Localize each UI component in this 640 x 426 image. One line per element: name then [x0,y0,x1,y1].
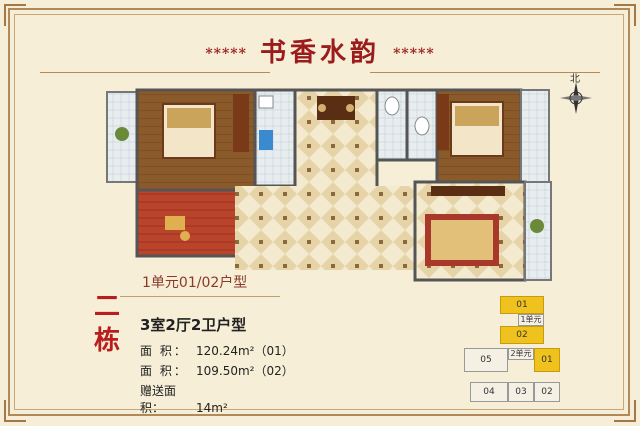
area-row: 面 积： 109.50m²（02） [140,362,294,379]
floor-plan-drawing [106,88,552,282]
unit-type-label: 1单元01/02户型 [142,275,248,291]
layout-type: 3室2厅2卫户型 [140,316,247,334]
area-row: 赠送面积： 14m² [140,382,228,416]
floor-plan [105,86,553,288]
key-cell-02-unit2: 02 [534,382,560,402]
info-divider [120,296,280,297]
area-value: 120.24m²（01） [196,344,294,358]
corner-ornament [614,4,636,26]
outer-frame [8,8,630,416]
building-char: 栋 [93,326,120,356]
building-char: 二 [93,292,120,322]
key-unit2-label: 2单元 [508,348,534,360]
key-cell-01-unit2: 01 [534,348,560,372]
compass-rose-icon [560,82,592,114]
corner-ornament [4,400,26,422]
key-cell-02: 02 [500,326,544,344]
title-divider [40,72,270,73]
area-value: 109.50m²（02） [196,364,294,378]
title-divider [370,72,600,73]
area-key: 面 积： [140,344,188,358]
key-unit1-label: 1单元 [518,314,544,326]
key-cell-04: 04 [470,382,508,402]
key-cell-01: 01 [500,296,544,314]
area-key: 赠送面积： [140,384,177,415]
corner-ornament [614,400,636,422]
area-key: 面 积： [140,364,188,378]
area-row: 面 积： 120.24m²（01） [140,342,294,359]
title-stars-right: ***** [393,46,435,62]
area-value: 14m² [196,401,228,415]
compass-icon: 北 [556,70,596,120]
title-stars-left: ***** [205,46,247,62]
title-text: 书香水韵 [259,38,380,68]
page-title: ***** 书香水韵 ***** [0,32,640,69]
corner-ornament [4,4,26,26]
key-cell-05: 05 [464,348,508,372]
inner-frame [14,14,624,410]
key-cell-03: 03 [508,382,534,402]
compass-north-label: 北 [570,74,580,85]
building-number: 二 栋 [92,290,122,358]
